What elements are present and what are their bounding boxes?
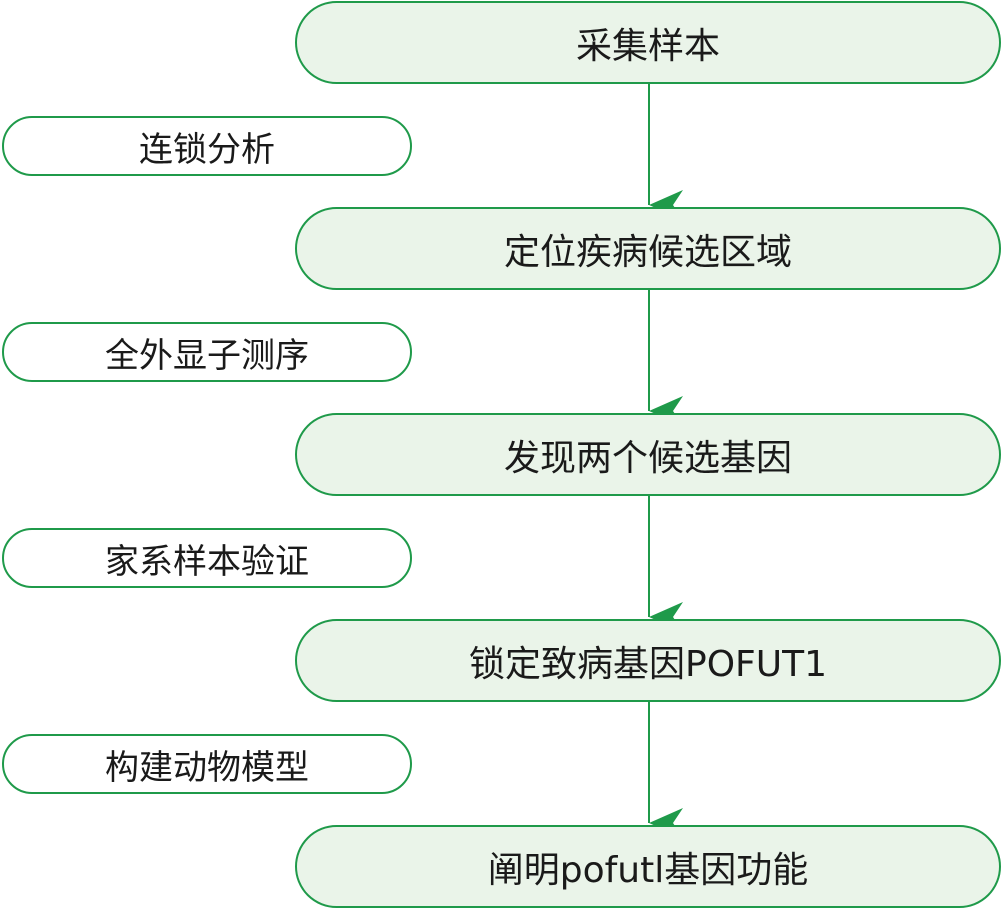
step-collect-samples: 采集样本 — [295, 1, 1001, 84]
step-locate-candidate-region: 定位疾病候选区域 — [295, 207, 1001, 290]
method-family-validation: 家系样本验证 — [2, 528, 412, 588]
method-linkage-analysis: 连锁分析 — [2, 116, 412, 176]
method-exome-sequencing: 全外显子测序 — [2, 322, 412, 382]
step-clarify-gene-function: 阐明pofutl基因功能 — [295, 825, 1001, 908]
step-lock-pathogenic-gene: 锁定致病基因POFUT1 — [295, 619, 1001, 702]
method-animal-model: 构建动物模型 — [2, 734, 412, 794]
step-find-candidate-genes: 发现两个候选基因 — [295, 413, 1001, 496]
